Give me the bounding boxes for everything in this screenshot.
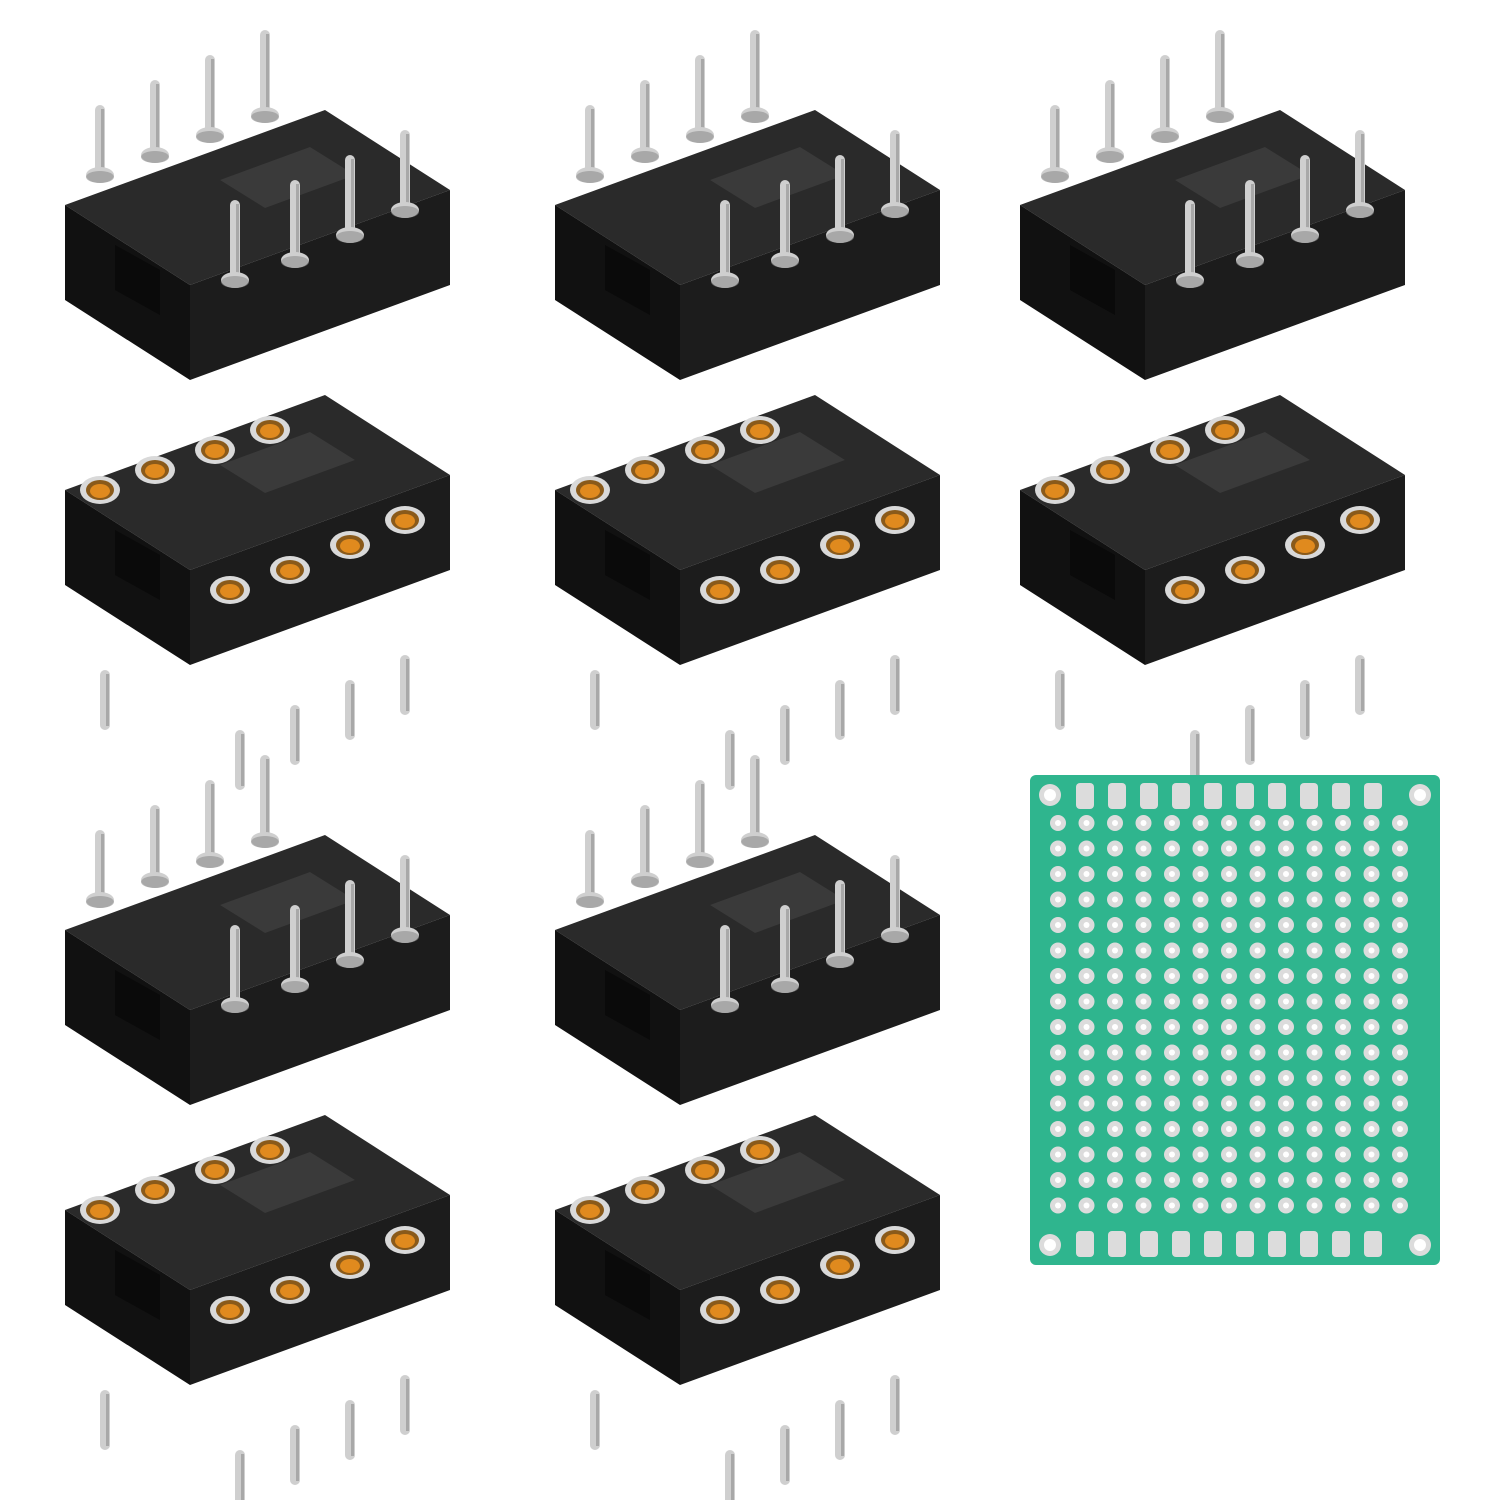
dip8-socket-contacts-up-icon <box>1010 390 1430 790</box>
prototype-pcb-icon <box>1030 775 1440 1265</box>
dip8-socket-pins-up-icon <box>545 740 965 1130</box>
dip8-socket-contacts-up-icon <box>55 1110 475 1500</box>
dip8-socket-contacts-up-icon <box>545 1110 965 1500</box>
dip8-socket-contacts-up-icon <box>55 390 475 790</box>
dip8-socket-pins-up-icon <box>1010 15 1430 405</box>
dip8-socket-pins-up-icon <box>545 15 965 405</box>
dip8-socket-pins-up-icon <box>55 15 475 405</box>
dip8-socket-pins-up-icon <box>55 740 475 1130</box>
dip8-socket-contacts-up-icon <box>545 390 965 790</box>
